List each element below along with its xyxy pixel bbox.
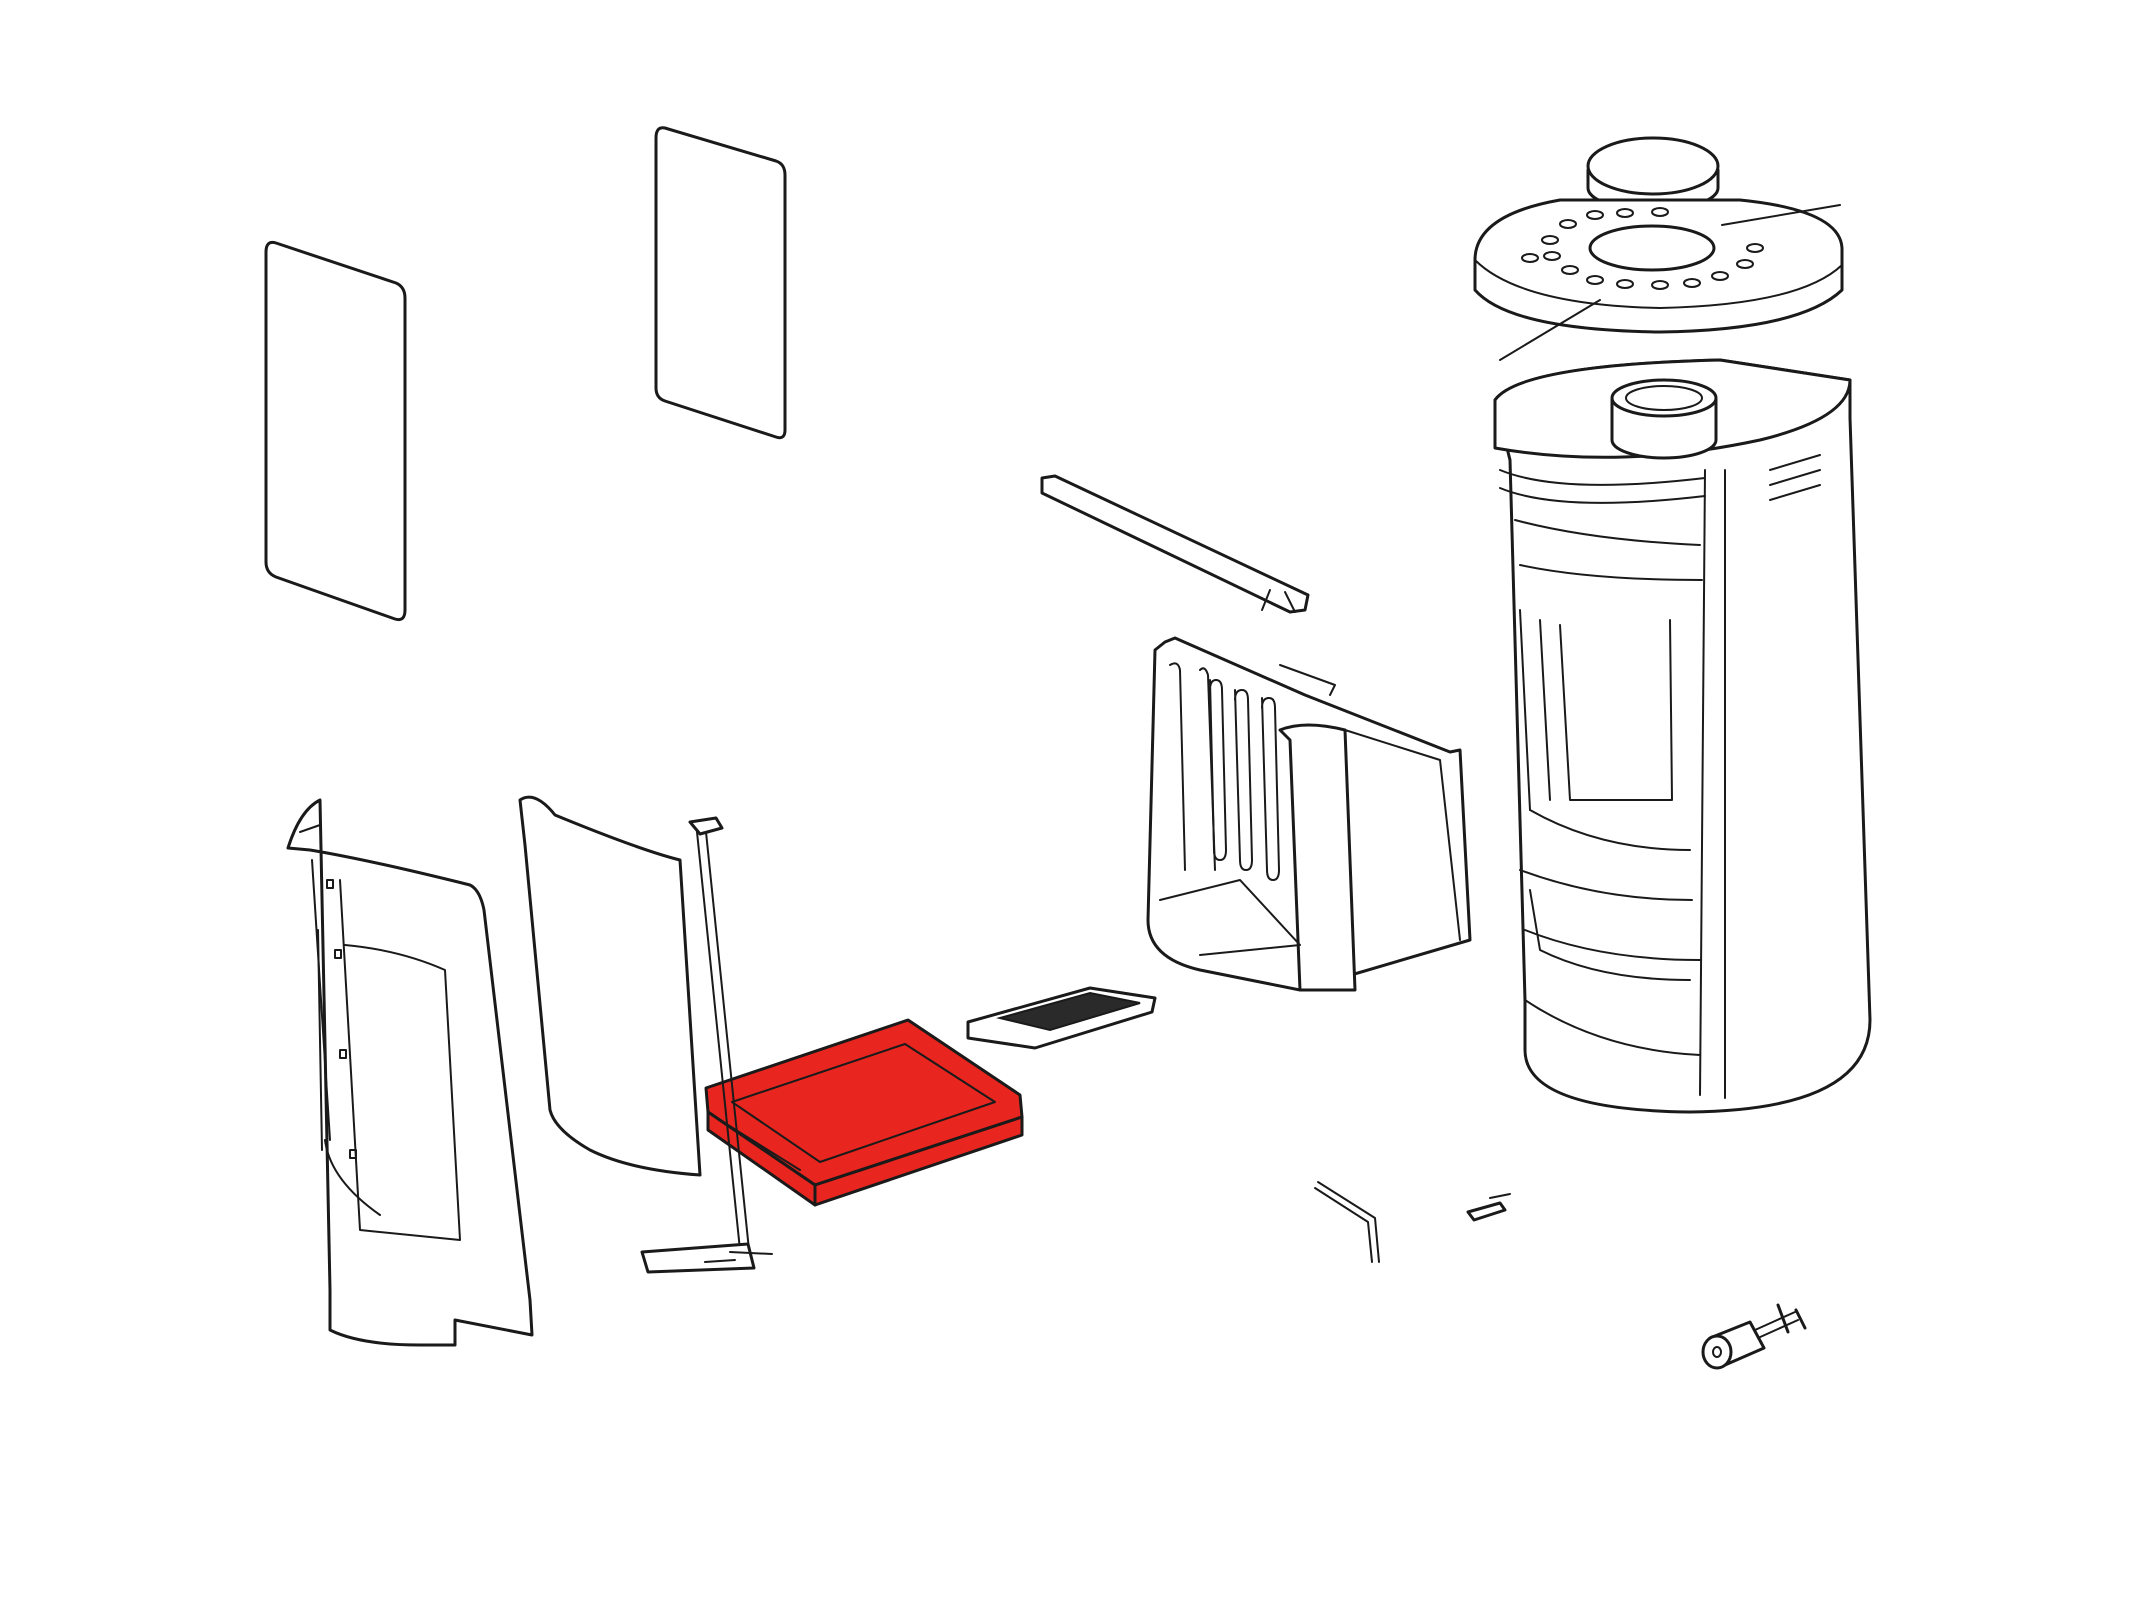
glass-panel-left[interactable] bbox=[264, 240, 407, 622]
top-cover-plate[interactable] bbox=[1473, 198, 1844, 334]
flue-collar[interactable] bbox=[1610, 378, 1718, 460]
ash-pan[interactable] bbox=[704, 1018, 1024, 1207]
baffle-plate[interactable] bbox=[1040, 474, 1310, 614]
firebox-liner[interactable] bbox=[1146, 636, 1472, 992]
door-glass[interactable] bbox=[518, 795, 702, 1177]
knob-assembly[interactable] bbox=[1701, 1303, 1807, 1370]
door-handle-plate[interactable] bbox=[640, 1242, 773, 1274]
door-front[interactable] bbox=[286, 798, 534, 1347]
door-rod[interactable] bbox=[688, 816, 750, 1251]
glass-panel-right[interactable] bbox=[654, 126, 787, 440]
clip[interactable] bbox=[1466, 1193, 1511, 1222]
grate[interactable] bbox=[966, 986, 1157, 1050]
tool-hook[interactable] bbox=[1314, 1181, 1380, 1263]
